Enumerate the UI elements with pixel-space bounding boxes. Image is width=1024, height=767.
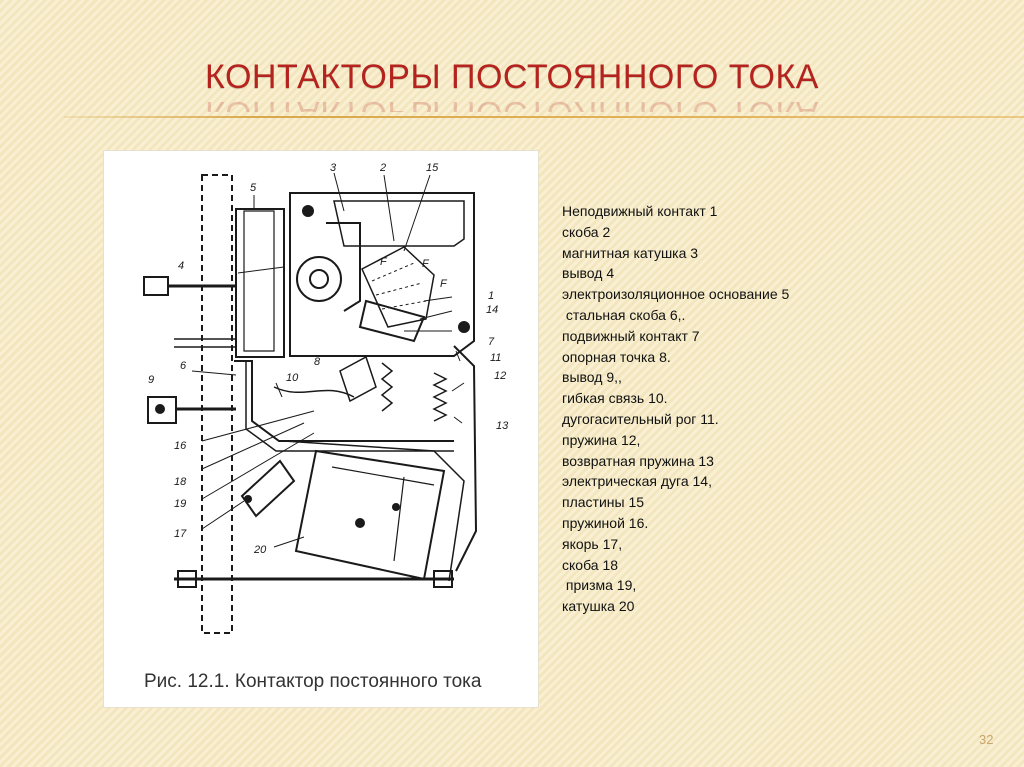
coil-20 bbox=[294, 449, 446, 581]
legend-item: катушка 20 bbox=[562, 598, 635, 615]
legend-item: гибкая связь 10. bbox=[562, 390, 668, 407]
label-force-2: F bbox=[422, 258, 430, 270]
label-14: 14 bbox=[486, 304, 498, 316]
arc-plates bbox=[361, 246, 435, 328]
legend-item: электрическая дуга 14, bbox=[562, 473, 712, 490]
legend-item: стальная скоба 6,. bbox=[562, 306, 686, 323]
label-16: 16 bbox=[174, 440, 187, 452]
magnetic-coil-outer bbox=[296, 256, 342, 302]
label-4: 4 bbox=[178, 260, 184, 272]
steel-bracket bbox=[234, 360, 454, 442]
legend-item: скоба 2 bbox=[562, 223, 611, 240]
legend-item: электроизоляционное основание 5 bbox=[562, 286, 790, 303]
legend-item: возвратная пружина 13 bbox=[562, 452, 714, 469]
legend-item: якорь 17, bbox=[562, 535, 623, 552]
title-divider bbox=[64, 116, 1024, 118]
fastener-coil-2 bbox=[392, 503, 400, 511]
top-frame bbox=[289, 192, 475, 357]
spring-12 bbox=[380, 362, 394, 412]
label-11: 11 bbox=[490, 352, 501, 364]
legend-item: призма 19, bbox=[562, 577, 637, 594]
label-19: 19 bbox=[174, 498, 186, 510]
fastener-right bbox=[458, 321, 470, 333]
legend-item: подвижный контакт 7 bbox=[562, 327, 700, 344]
legend-item: вывод 9,, bbox=[562, 369, 622, 386]
legend-item: дугогасительный рог 11. bbox=[562, 410, 719, 427]
fastener-coil bbox=[355, 518, 365, 528]
armature bbox=[240, 459, 296, 518]
component-legend: Неподвижный контакт 1 скоба 2 магнитная … bbox=[562, 201, 789, 617]
terminal-4-nut bbox=[143, 276, 169, 296]
figure-caption: Рис. 12.1. Контактор постоянного тока bbox=[144, 671, 482, 692]
label-10: 10 bbox=[286, 372, 299, 384]
inner-frame bbox=[333, 200, 465, 247]
mounting-rail bbox=[201, 174, 233, 634]
magnetic-coil-inner bbox=[309, 269, 329, 289]
fastener-9 bbox=[155, 404, 165, 414]
support-point bbox=[339, 355, 377, 403]
legend-item: пружиной 16. bbox=[562, 514, 649, 531]
base-inner bbox=[243, 210, 275, 352]
label-3: 3 bbox=[330, 162, 337, 174]
yoke-bracket bbox=[283, 440, 465, 582]
insulating-base bbox=[235, 208, 285, 358]
slide-title: КОНТАКТОРЫ ПОСТОЯННОГО ТОКА bbox=[205, 58, 819, 96]
label-18: 18 bbox=[174, 476, 187, 488]
label-6: 6 bbox=[180, 360, 187, 372]
legend-item: пластины 15 bbox=[562, 494, 645, 511]
page-number: 32 bbox=[979, 732, 994, 747]
fastener-17 bbox=[244, 495, 252, 503]
legend-item: опорная точка 8. bbox=[562, 348, 671, 365]
label-force-3: F bbox=[440, 278, 448, 290]
fastener-top-left bbox=[302, 205, 314, 217]
title-reflection-text: КОНТАКТОРЫ ПОСТОЯННОГО ТОКА bbox=[205, 98, 819, 112]
label-1: 1 bbox=[488, 290, 494, 302]
label-2: 2 bbox=[379, 162, 386, 174]
label-9: 9 bbox=[148, 374, 154, 386]
legend-item: вывод 4 bbox=[562, 265, 615, 282]
legend-item: пружина 12, bbox=[562, 431, 641, 448]
contactor-figure: 3 2 15 5 4 1 14 7 6 8 10 11 12 9 13 16 1… bbox=[103, 150, 539, 708]
flexible-link bbox=[273, 386, 355, 398]
bracket-2 bbox=[326, 222, 361, 312]
legend-item: скоба 18 bbox=[562, 556, 619, 573]
label-12: 12 bbox=[494, 370, 506, 382]
label-5: 5 bbox=[250, 182, 257, 194]
label-17: 17 bbox=[174, 528, 187, 540]
arcing-horn bbox=[453, 345, 478, 572]
label-13: 13 bbox=[496, 420, 509, 432]
title-reflection: КОНТАКТОРЫ ПОСТОЯННОГО ТОКА bbox=[0, 98, 1024, 112]
legend-item: магнитная катушка 3 bbox=[562, 244, 699, 261]
label-8: 8 bbox=[314, 356, 321, 368]
label-7: 7 bbox=[488, 336, 495, 348]
label-20: 20 bbox=[253, 544, 267, 556]
moving-contact bbox=[358, 299, 426, 343]
label-15: 15 bbox=[426, 162, 439, 174]
label-force-1: F bbox=[380, 256, 388, 268]
return-spring-13 bbox=[432, 372, 448, 422]
contactor-diagram: 3 2 15 5 4 1 14 7 6 8 10 11 12 9 13 16 1… bbox=[143, 162, 509, 634]
legend-item: Неподвижный контакт 1 bbox=[562, 203, 718, 219]
